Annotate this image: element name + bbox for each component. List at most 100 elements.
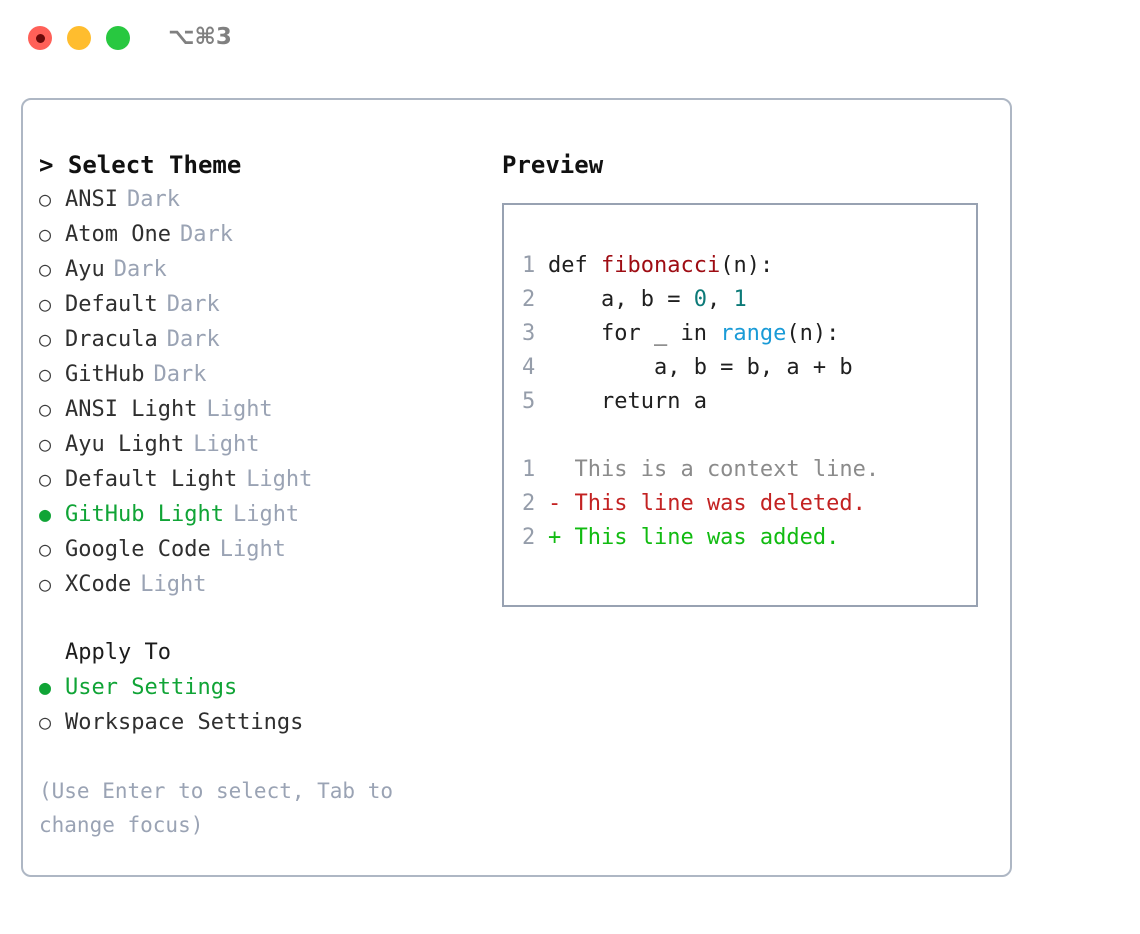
code-token-function: fibonacci — [600, 253, 721, 278]
theme-option-label: Default Light — [65, 467, 238, 492]
select-theme-header: > Select Theme — [39, 151, 242, 179]
theme-option-0[interactable]: ○ ANSI Dark — [39, 182, 479, 217]
theme-option-9[interactable]: ● GitHub Light Light — [39, 497, 479, 532]
maximize-button[interactable] — [106, 26, 130, 50]
code-line-content: return a — [548, 385, 707, 419]
code-line: 2 a, b = 0, 1 — [522, 283, 970, 317]
code-token-plain: return a — [548, 389, 707, 414]
line-number: 3 — [522, 321, 536, 346]
diff-line-content: This is a context line. — [548, 457, 880, 482]
radio-unselected-icon: ○ — [39, 537, 52, 561]
theme-option-label: GitHub Light — [65, 502, 224, 527]
theme-variant-tag: Dark — [126, 187, 180, 212]
line-number: 2 — [522, 491, 536, 516]
theme-option-label: XCode — [65, 572, 132, 597]
radio-unselected-icon: ○ — [39, 292, 52, 316]
radio-unselected-icon: ○ — [39, 362, 52, 386]
theme-option-label: Google Code — [65, 537, 211, 562]
code-token-number: 0 — [693, 287, 707, 312]
code-token-plain: def — [548, 253, 601, 278]
theme-variant-tag: Dark — [179, 222, 233, 247]
theme-variant-tag: Light — [219, 537, 286, 562]
radio-selected-icon: ● — [39, 502, 52, 526]
radio-unselected-icon: ○ — [39, 710, 52, 734]
theme-option-8[interactable]: ○ Default Light Light — [39, 462, 479, 497]
radio-unselected-icon: ○ — [39, 327, 52, 351]
theme-option-label: Default — [65, 292, 158, 317]
code-line: 5 return a — [522, 385, 970, 419]
apply-to-option-list: ●User Settings ○ Workspace Settings — [39, 670, 479, 740]
theme-option-label: ANSI Light — [65, 397, 198, 422]
radio-unselected-icon: ○ — [39, 397, 52, 421]
line-number: 1 — [522, 253, 536, 278]
radio-selected-icon: ● — [39, 675, 52, 699]
diff-line-content: - This line was deleted. — [548, 491, 866, 516]
close-button[interactable] — [28, 26, 52, 50]
apply-option-0[interactable]: ●User Settings — [39, 670, 479, 705]
radio-unselected-icon: ○ — [39, 187, 52, 211]
code-line: 1 def fibonacci(n): — [522, 249, 970, 283]
apply-option-1[interactable]: ○ Workspace Settings — [39, 705, 479, 740]
code-line: 3 for _ in range(n): — [522, 317, 970, 351]
theme-option-6[interactable]: ○ ANSI Light Light — [39, 392, 479, 427]
theme-variant-tag: Light — [232, 502, 300, 527]
code-line-content: def fibonacci(n): — [548, 249, 773, 283]
code-token-number: 1 — [733, 287, 747, 312]
diff-line-added: 2 + This line was added. — [522, 521, 970, 555]
radio-unselected-icon: ○ — [39, 257, 52, 281]
theme-variant-tag: Light — [206, 397, 273, 422]
apply-option-label: Workspace Settings — [65, 710, 304, 735]
code-token-plain: (n): — [786, 321, 840, 346]
theme-option-label: Ayu — [65, 257, 105, 282]
line-number: 2 — [522, 525, 536, 550]
code-token-plain: a, b = — [548, 287, 694, 312]
code-diff-spacer — [522, 419, 970, 453]
theme-variant-tag: Light — [193, 432, 260, 457]
radio-unselected-icon: ○ — [39, 222, 52, 246]
theme-option-label: Dracula — [65, 327, 158, 352]
theme-option-7[interactable]: ○ Ayu Light Light — [39, 427, 479, 462]
theme-variant-tag: Dark — [166, 292, 220, 317]
code-token-plain: for _ in — [548, 321, 721, 346]
radio-unselected-icon: ○ — [39, 572, 52, 596]
line-number: 5 — [522, 389, 536, 414]
code-line-content: for _ in range(n): — [548, 317, 839, 351]
theme-variant-tag: Light — [140, 572, 207, 597]
code-token-call: range — [720, 321, 787, 346]
diff-line-content: + This line was added. — [548, 525, 840, 550]
diff-line-context: 1 This is a context line. — [522, 453, 970, 487]
keyboard-hint-text: (Use Enter to select, Tab to change focu… — [39, 779, 394, 837]
theme-variant-tag: Dark — [166, 327, 220, 352]
apply-to-header: Apply To — [65, 640, 171, 665]
section-spacer — [39, 602, 479, 636]
theme-option-10[interactable]: ○ Google Code Light — [39, 532, 479, 567]
line-number: 2 — [522, 287, 536, 312]
diff-sample: 1 This is a context line. 2 - This line wa… — [522, 453, 970, 555]
theme-option-3[interactable]: ○ Default Dark — [39, 287, 479, 322]
preview-header: Preview — [502, 151, 604, 179]
minimize-button[interactable] — [67, 26, 91, 50]
code-token-plain: a, b = b, a + b — [548, 355, 853, 380]
theme-variant-tag: Light — [246, 467, 313, 492]
radio-unselected-icon: ○ — [39, 467, 52, 491]
keyboard-shortcut-label: ⌥⌘3 — [168, 24, 232, 50]
theme-option-1[interactable]: ○ Atom One Dark — [39, 217, 479, 252]
theme-option-4[interactable]: ○ Dracula Dark — [39, 322, 479, 357]
code-token-plain: , — [706, 287, 734, 312]
theme-option-label: Ayu Light — [65, 432, 185, 457]
code-line-content: a, b = 0, 1 — [548, 283, 747, 317]
diff-line-deleted: 2 - This line was deleted. — [522, 487, 970, 521]
theme-option-label: Atom One — [65, 222, 171, 247]
theme-option-11[interactable]: ○ XCode Light — [39, 567, 479, 602]
radio-unselected-icon: ○ — [39, 432, 52, 456]
theme-option-label: ANSI — [65, 187, 118, 212]
